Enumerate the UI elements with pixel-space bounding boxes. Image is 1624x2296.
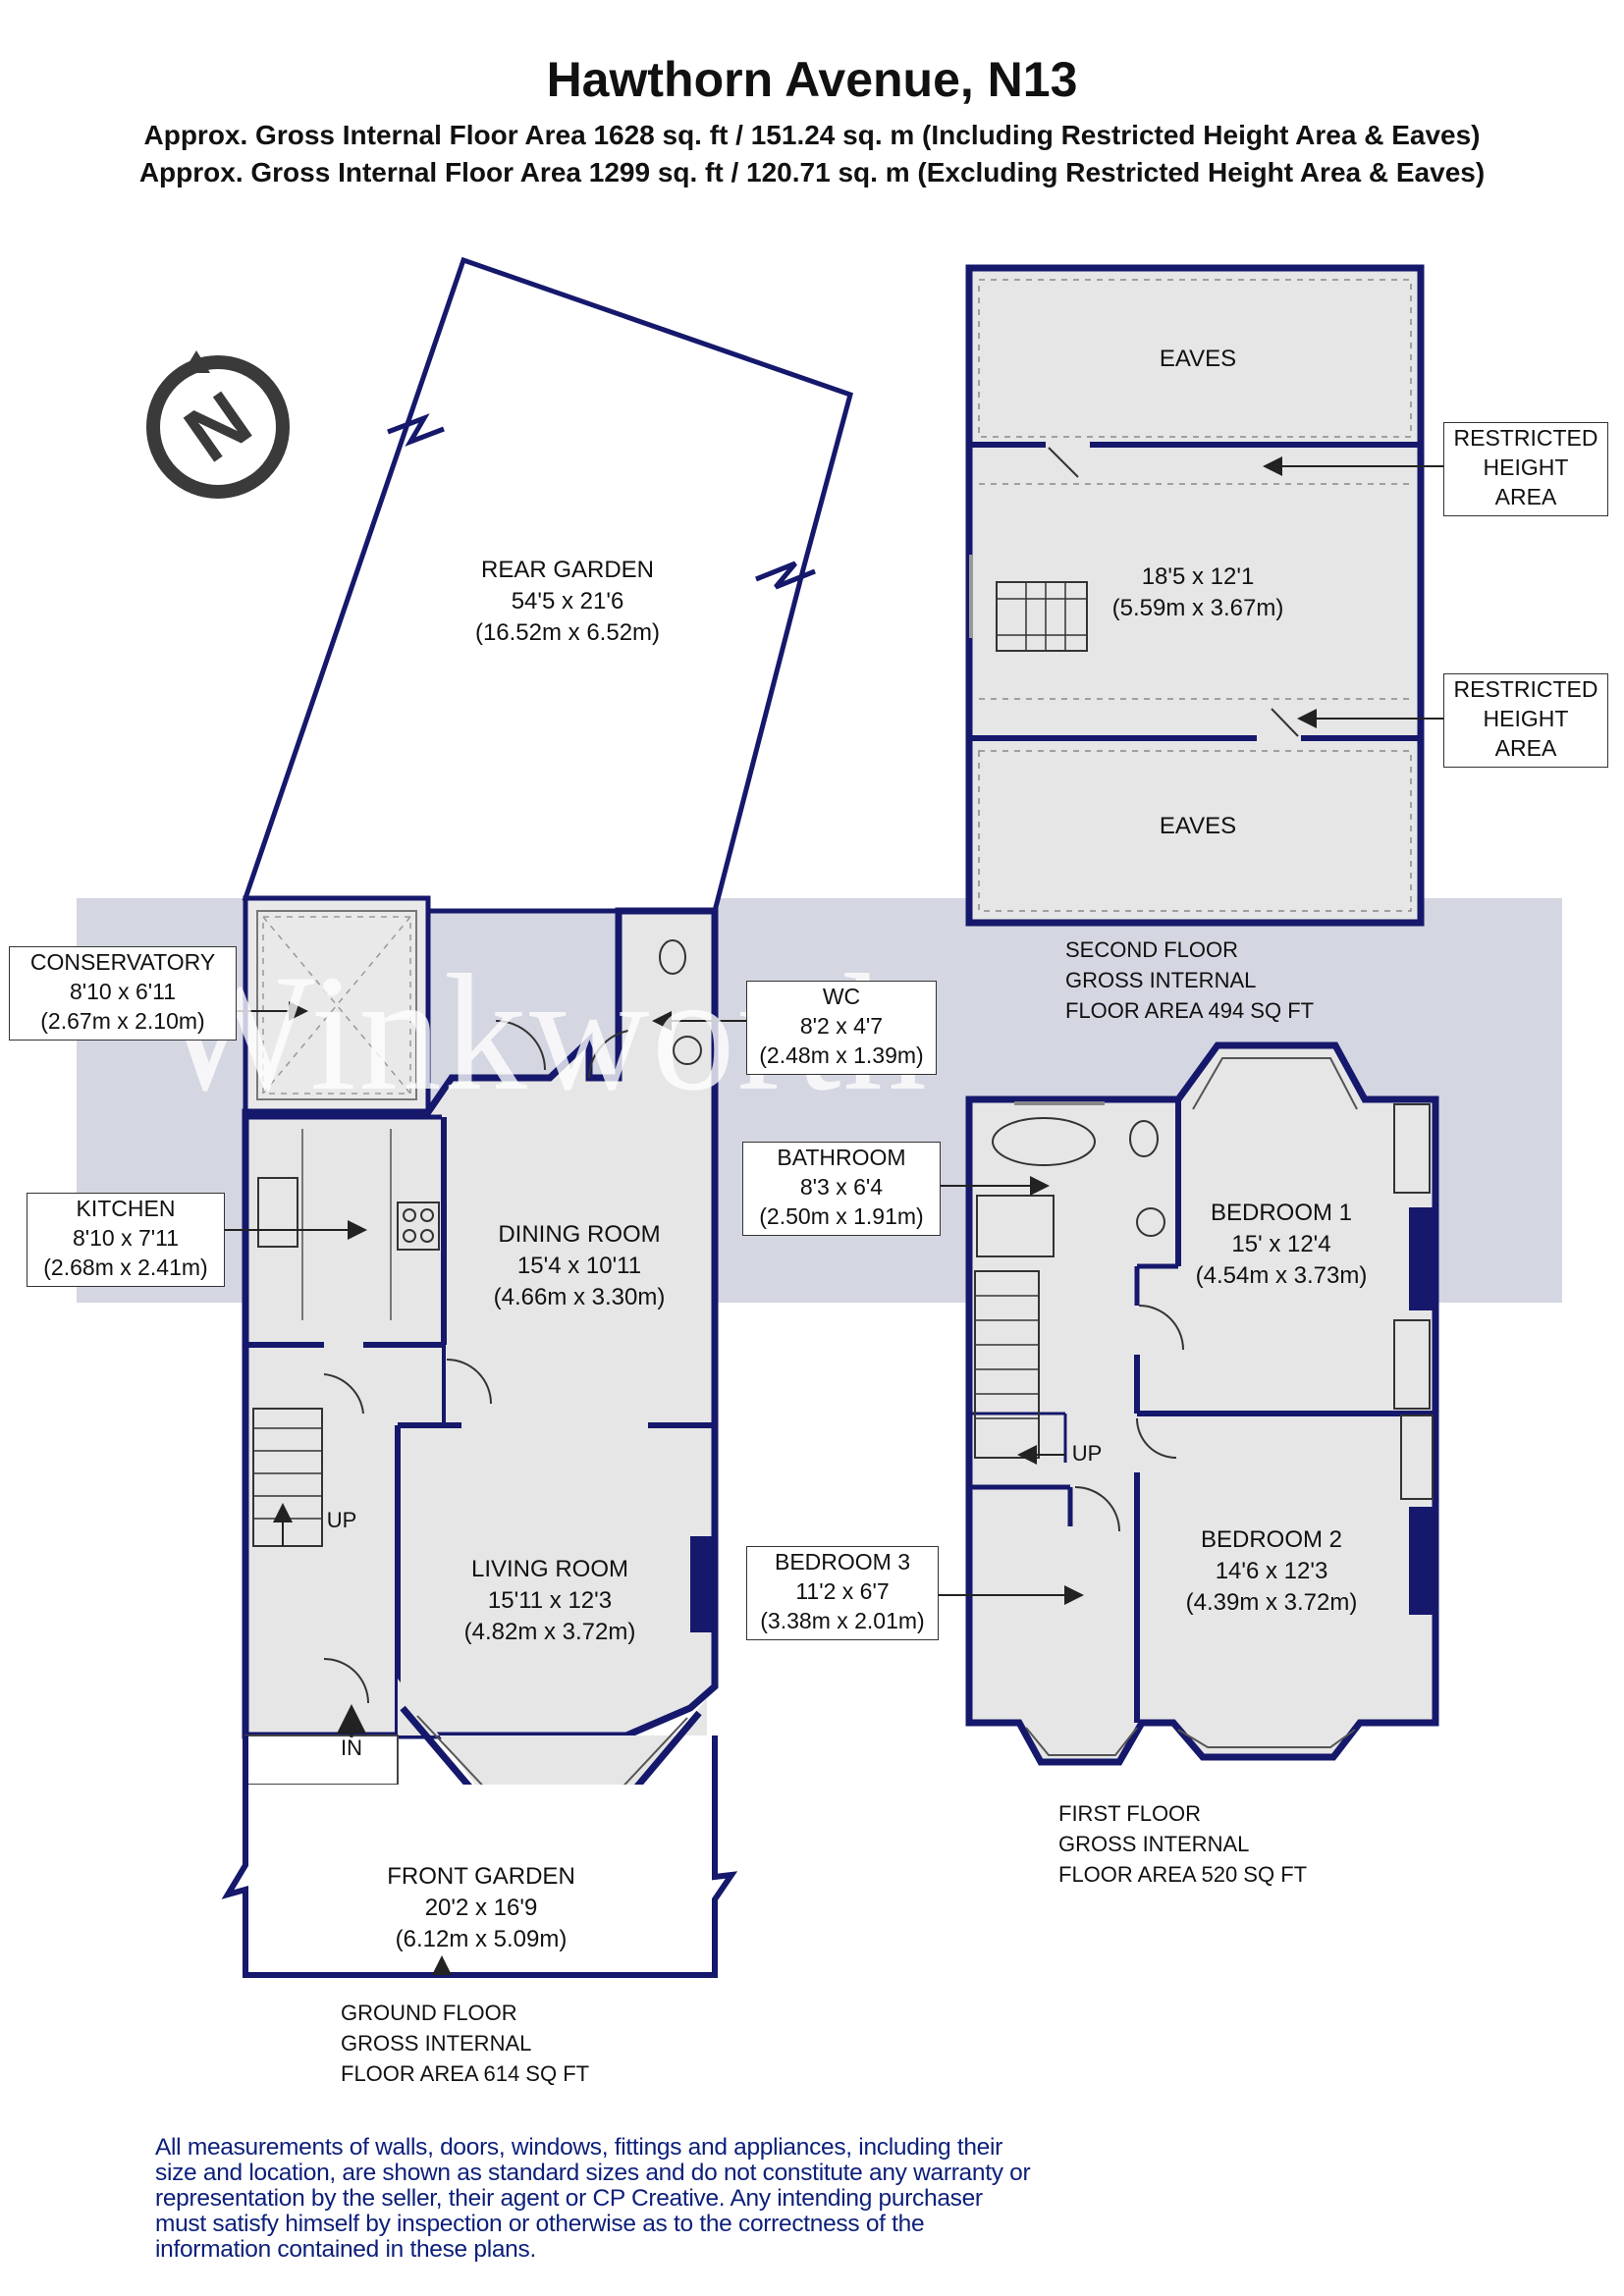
kitchen-sink bbox=[257, 1177, 298, 1248]
label-eaves-top: EAVES bbox=[1159, 346, 1237, 372]
marker-up-ground: UP bbox=[326, 1508, 357, 1532]
second-floor-outline bbox=[965, 264, 1425, 927]
kitchen-hob bbox=[397, 1201, 440, 1251]
wc-basin bbox=[673, 1036, 702, 1065]
wc-area bbox=[633, 921, 704, 1068]
area-including-restricted: Approx. Gross Internal Floor Area 1628 s… bbox=[143, 120, 1481, 150]
first-stairs bbox=[974, 1270, 1040, 1459]
marker-in: IN bbox=[341, 1735, 362, 1760]
marker-up-first: UP bbox=[1071, 1441, 1103, 1466]
bath-tub bbox=[992, 1117, 1096, 1166]
ground-stairs bbox=[252, 1408, 323, 1547]
north-compass-icon bbox=[146, 350, 290, 499]
chimney-breast-2 bbox=[1409, 1507, 1433, 1615]
bath-toilet bbox=[1129, 1120, 1159, 1157]
plan-title: Hawthorn Avenue, N13 bbox=[546, 52, 1078, 107]
area-excluding-restricted: Approx. Gross Internal Floor Area 1299 s… bbox=[138, 157, 1486, 187]
disclaimer-text: All measurements of walls, doors, window… bbox=[155, 2134, 1031, 2263]
fireplace bbox=[690, 1536, 714, 1632]
label-eaves-bottom: EAVES bbox=[1159, 813, 1237, 839]
wc-toilet bbox=[659, 939, 686, 975]
first-floor-walls bbox=[965, 1041, 1439, 1766]
conservatory-area bbox=[243, 895, 431, 1115]
shower-tray bbox=[976, 1195, 1055, 1257]
bath-basin bbox=[1136, 1207, 1165, 1237]
label-loft-room: 18'5 x 12'1(5.59m x 3.67m) bbox=[1111, 563, 1284, 621]
loft-staircase bbox=[996, 581, 1088, 652]
chimney-breast-1 bbox=[1409, 1207, 1433, 1310]
front-garden-outline bbox=[245, 1735, 715, 1975]
